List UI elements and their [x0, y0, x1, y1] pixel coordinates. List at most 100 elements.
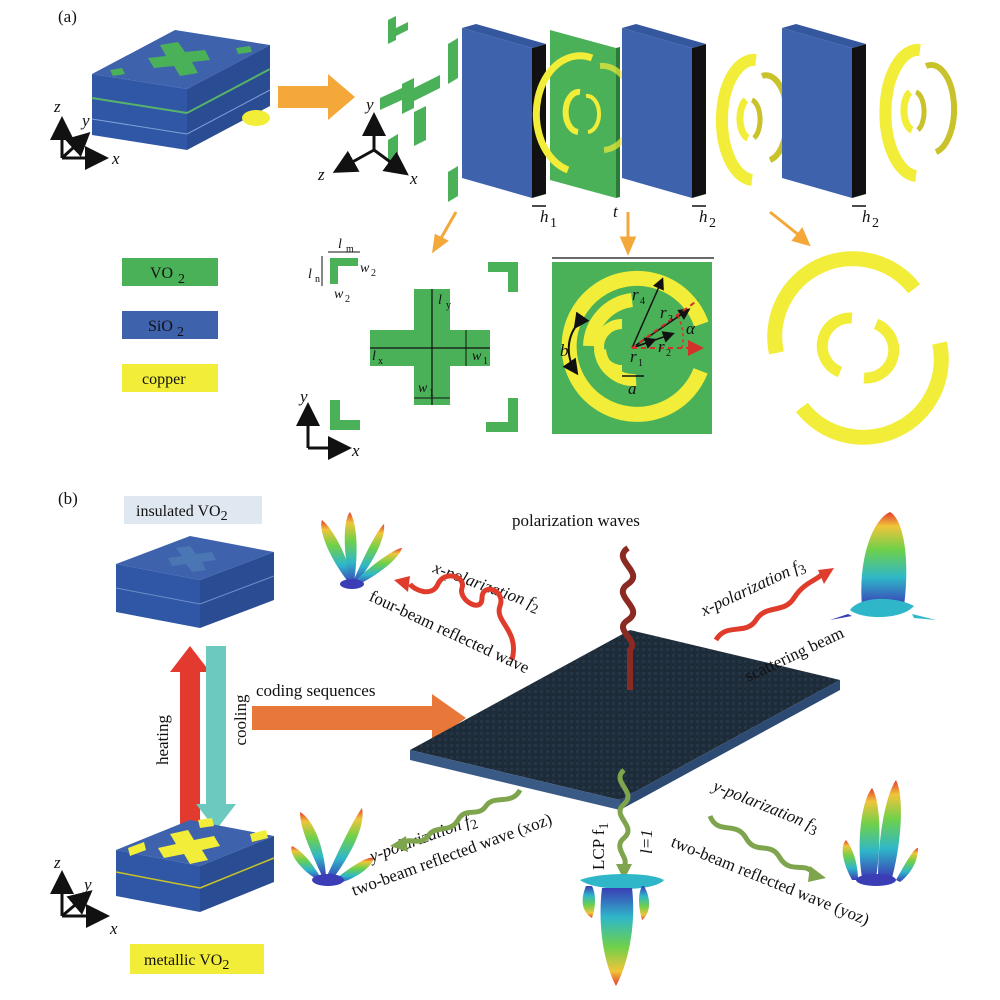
metallic-label: metallic VO2 — [144, 952, 229, 973]
svg-text:h: h — [540, 207, 549, 226]
svg-text:l: l — [308, 267, 312, 282]
ring-cell-2d: p r4 r3 r2 r1 α b a — [552, 257, 714, 434]
panel-a-label: (a) — [58, 7, 77, 26]
svg-text:coding sequences: coding sequences — [256, 681, 375, 700]
svg-text:x: x — [409, 169, 418, 188]
svg-text:z: z — [53, 853, 61, 872]
svg-text:l: l — [338, 237, 342, 252]
svg-text:r: r — [630, 347, 637, 366]
fourbeam-wave — [407, 573, 516, 661]
svg-text:cooling: cooling — [231, 694, 250, 745]
lcp-wave — [617, 768, 631, 868]
twobeam-xoz-pattern — [291, 808, 374, 886]
svg-text:1: 1 — [483, 356, 488, 367]
svg-text:y: y — [80, 111, 90, 130]
svg-text:a: a — [628, 379, 637, 398]
svg-text:heating: heating — [153, 714, 172, 765]
twobeam-xoz-wave — [402, 788, 523, 845]
copper-rings-2 — [879, 43, 958, 182]
svg-text:x: x — [351, 441, 360, 460]
svg-text:r: r — [632, 285, 639, 304]
insulated-stack — [115, 536, 275, 628]
svg-text:2: 2 — [371, 268, 376, 279]
svg-text:b: b — [560, 341, 569, 360]
svg-text:2: 2 — [178, 272, 185, 287]
svg-text:x: x — [111, 149, 120, 168]
svg-text:w: w — [472, 349, 482, 364]
svg-text:1: 1 — [638, 358, 643, 369]
explode-arrow — [278, 74, 355, 120]
svg-text:4: 4 — [640, 296, 645, 307]
svg-text:w: w — [360, 261, 370, 276]
axes-2d-a: y x — [296, 387, 360, 460]
svg-text:2: 2 — [177, 325, 184, 340]
vo2-pieces-exploded — [380, 16, 458, 202]
svg-text:l: l — [438, 293, 442, 308]
copper-rings-1 — [715, 53, 791, 186]
copper-swatch — [122, 364, 218, 392]
svg-text:m: m — [346, 244, 354, 255]
incident-wave — [619, 545, 637, 690]
heating-arrow: heating — [153, 646, 210, 830]
coding-sequences-arrow: coding sequences — [252, 681, 466, 742]
panel-b-label: (b) — [58, 489, 78, 508]
svg-text:h: h — [862, 207, 871, 226]
detail-arrows — [432, 210, 811, 256]
svg-text:h: h — [699, 207, 708, 226]
svg-text:w: w — [418, 381, 428, 396]
svg-text:y: y — [364, 95, 374, 114]
svg-text:r: r — [658, 337, 665, 356]
vo2-ring-layer — [532, 30, 637, 198]
svg-text:y: y — [298, 387, 308, 406]
svg-text:2: 2 — [345, 294, 350, 305]
svg-text:y: y — [82, 875, 92, 894]
svg-text:t: t — [613, 202, 619, 221]
cooling-arrow: cooling — [196, 646, 250, 830]
sio2-slab-h2b — [782, 24, 866, 198]
copper-rings-2d — [767, 251, 949, 445]
material-legend: VO 2 SiO 2 copper — [122, 258, 218, 392]
scattering-pattern — [830, 512, 936, 620]
svg-text:w: w — [334, 287, 344, 302]
svg-text:y: y — [446, 300, 451, 311]
svg-text:copper: copper — [142, 371, 186, 388]
metallic-stack — [115, 818, 275, 912]
svg-text:LCP f1: LCP f1 — [589, 823, 612, 870]
svg-text:x: x — [378, 356, 383, 367]
sio2-slab-h2 — [622, 24, 706, 198]
axes-3d-b: z y x — [50, 853, 118, 938]
svg-text:SiO: SiO — [148, 318, 173, 335]
svg-text:l: l — [372, 349, 376, 364]
svg-text:n: n — [315, 274, 320, 285]
unit-cell-stack — [91, 30, 271, 150]
twobeam-yoz-wave — [707, 814, 814, 874]
svg-text:3: 3 — [668, 314, 673, 325]
svg-text:2: 2 — [709, 216, 716, 231]
axes-3d-a2: y z x — [317, 95, 418, 188]
svg-text:1: 1 — [429, 388, 434, 399]
metasurface-board — [410, 630, 840, 810]
axes-3d-a: z y x — [50, 97, 120, 170]
polarization-waves-label: polarization waves — [512, 511, 640, 530]
l1-label: l=1 — [637, 829, 656, 854]
svg-text:1: 1 — [550, 216, 557, 231]
twobeam-yoz-pattern — [842, 780, 918, 886]
svg-text:y-polarization f3: y-polarization f3 — [707, 775, 822, 839]
svg-text:2: 2 — [872, 216, 879, 231]
vortex-pattern — [580, 874, 664, 986]
insulated-label: insulated VO2 — [136, 503, 228, 524]
svg-text:r: r — [660, 303, 667, 322]
svg-text:x-polarization f3: x-polarization f3 — [697, 555, 809, 624]
svg-text:x: x — [109, 919, 118, 938]
svg-text:z: z — [317, 165, 325, 184]
svg-text:VO: VO — [150, 265, 173, 282]
svg-text:α: α — [686, 319, 696, 338]
sio2-swatch — [122, 311, 218, 339]
scatter-wave — [713, 572, 825, 642]
svg-text:z: z — [53, 97, 61, 116]
four-beam-pattern — [321, 512, 402, 589]
svg-text:2: 2 — [666, 348, 671, 359]
